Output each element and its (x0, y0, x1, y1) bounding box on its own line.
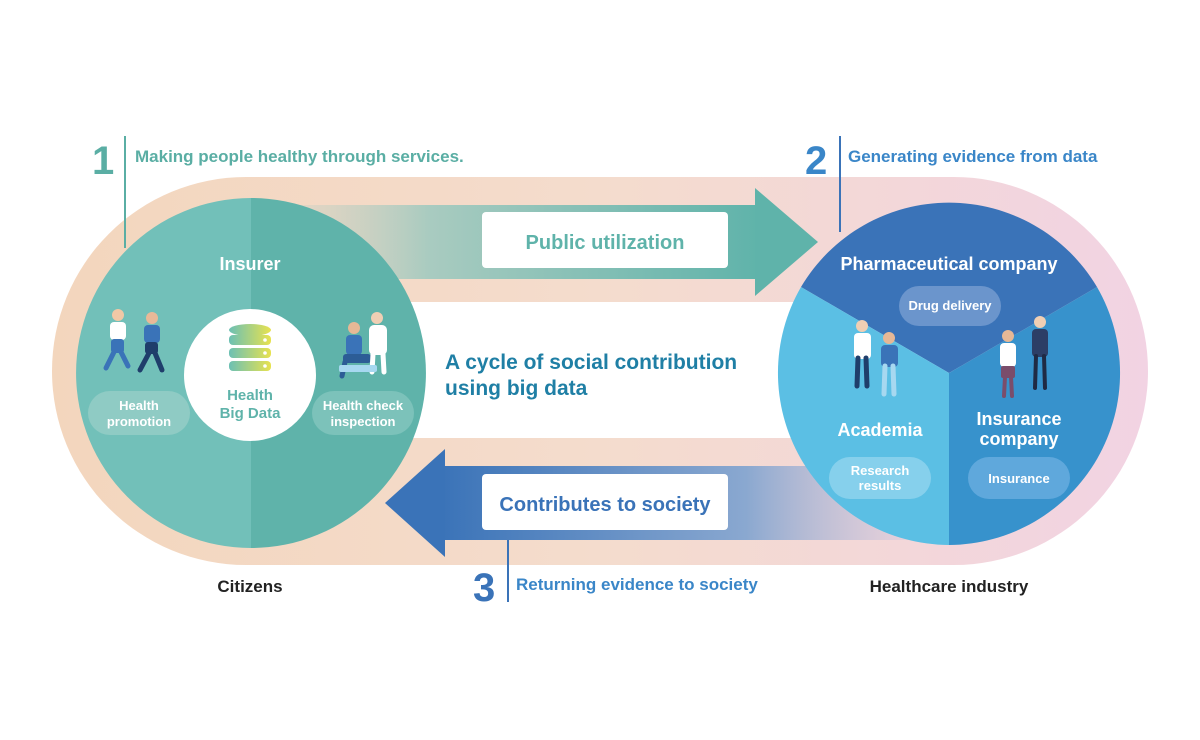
runners-icon (103, 309, 165, 373)
health-promotion-pill: Health promotion (88, 391, 190, 435)
hub-circle (184, 309, 316, 441)
health-check-pill: Health check inspection (312, 391, 414, 435)
step-2-label: Generating evidence from data (848, 147, 1098, 166)
citizens-caption: Citizens (217, 577, 282, 596)
health-promotion-line-1: Health (119, 398, 159, 413)
drug-delivery-pill: Drug delivery (899, 286, 1001, 326)
public-utilization-box: Public utilization (482, 212, 728, 268)
insurer-title: Insurer (219, 254, 280, 274)
step-3-number: 3 (473, 566, 495, 610)
academia-title: Academia (837, 420, 923, 440)
insurer-circle (76, 198, 426, 548)
research-results-line-2: results (859, 478, 902, 493)
insurance-company-title-2: company (979, 429, 1058, 449)
contributes-box: Contributes to society (482, 474, 728, 530)
health-check-icon (339, 312, 387, 379)
insurance-people-icon (1000, 316, 1048, 398)
insurance-pill-label: Insurance (988, 471, 1049, 486)
step-1-number: 1 (92, 139, 114, 183)
healthcare-industry-caption: Healthcare industry (870, 577, 1029, 596)
center-line-2: using big data (445, 377, 588, 400)
health-check-line-2: inspection (330, 414, 395, 429)
insurance-pill: Insurance (968, 457, 1070, 499)
public-utilization-label: Public utilization (526, 232, 685, 254)
step-3-label: Returning evidence to society (516, 575, 758, 594)
hub-label-2: Big Data (220, 405, 282, 422)
insurance-company-title-1: Insurance (976, 409, 1061, 429)
health-promotion-line-2: promotion (107, 414, 171, 429)
database-icon (229, 324, 271, 371)
pharma-title: Pharmaceutical company (840, 254, 1057, 274)
health-check-line-1: Health check (323, 398, 404, 413)
academia-people-icon (854, 320, 898, 397)
hub-label-1: Health (227, 387, 273, 404)
research-results-line-1: Research (851, 463, 910, 478)
step-1-label: Making people healthy through services. (135, 147, 464, 166)
research-results-pill: Research results (829, 457, 931, 499)
drug-delivery-label: Drug delivery (908, 298, 992, 313)
contributes-label: Contributes to society (499, 494, 711, 516)
step-2-number: 2 (805, 139, 827, 183)
center-line-1: A cycle of social contribution (445, 351, 737, 374)
